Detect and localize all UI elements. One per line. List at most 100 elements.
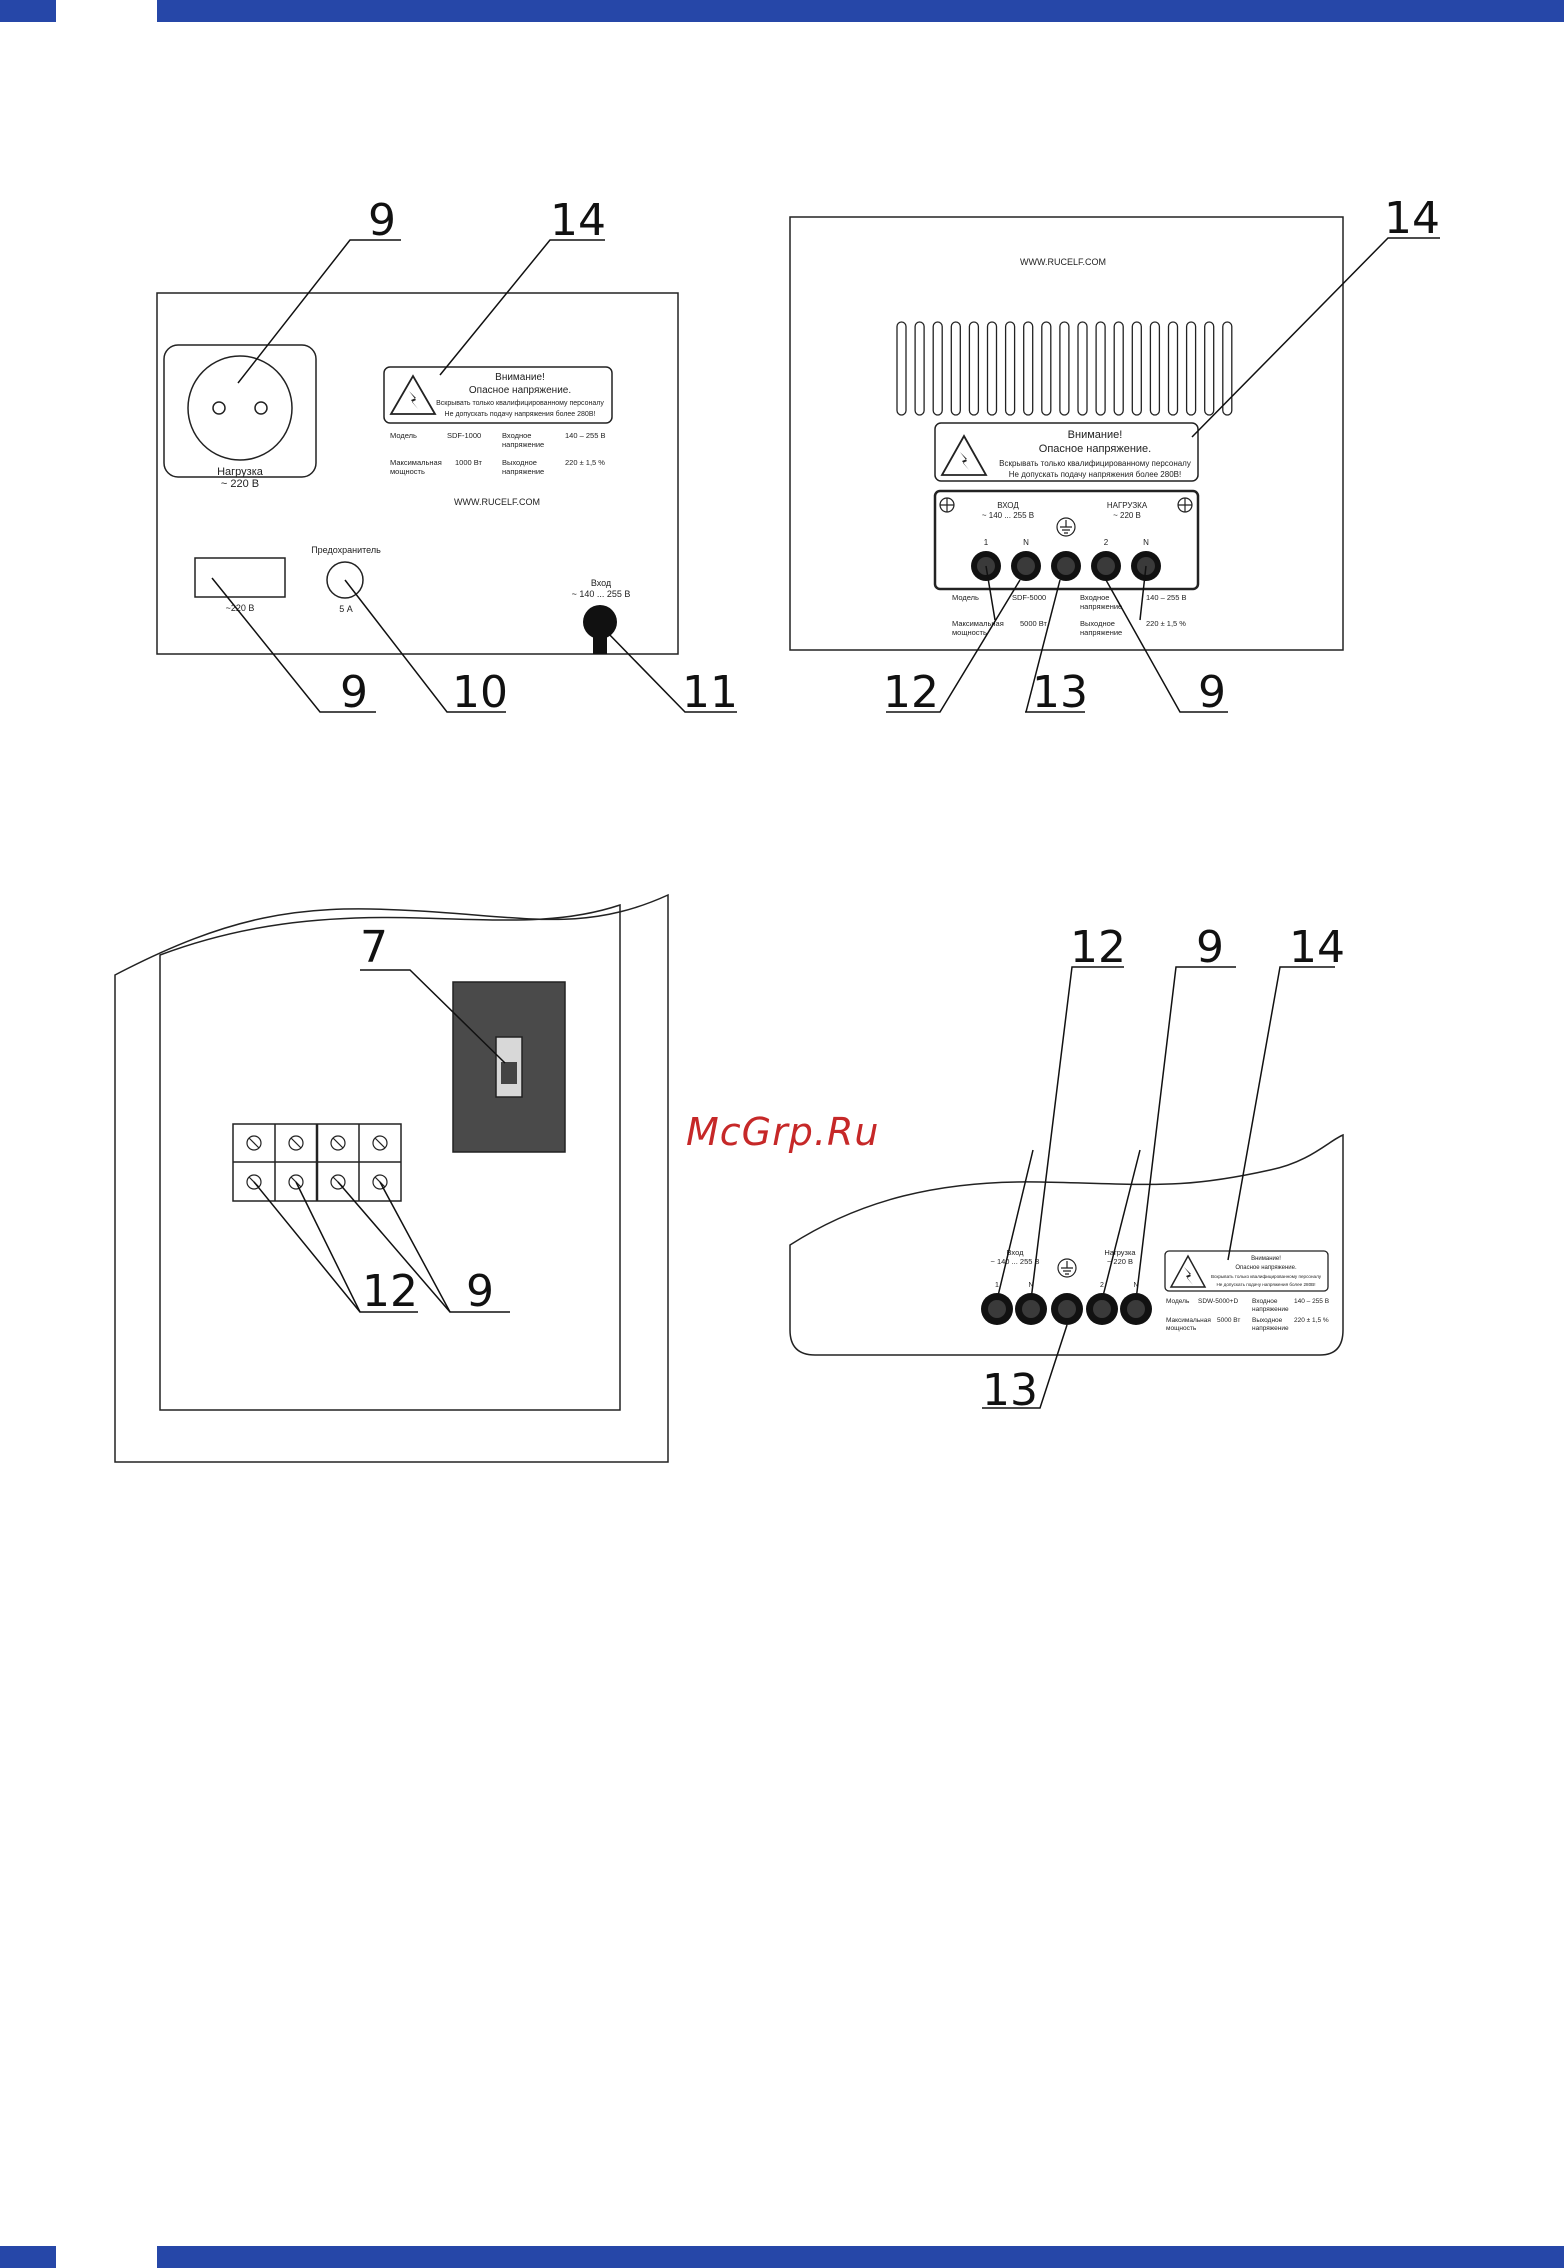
spec-power-label-1: Максимальная [390, 458, 442, 467]
spec-power-value: 5000 Вт [1217, 1317, 1240, 1324]
figure-1-rear-panel-small: Нагрузка ~ 220 В Внимание! Опасное напря… [156, 195, 738, 718]
vent-slot [914, 321, 925, 416]
leader-lines [211, 239, 737, 713]
spec-output-label-2: напряжение [502, 467, 544, 476]
callout-9-terminals-out: 9 [1196, 922, 1224, 973]
vent-slot [1004, 321, 1016, 416]
terminal-n2: N [1133, 1282, 1138, 1289]
fuse-caption-2: 5 А [339, 604, 353, 614]
vent-slot [1059, 321, 1070, 416]
callout-9-socket: 9 [368, 195, 396, 246]
top-band-right [157, 0, 1564, 22]
warning-title-1: Внимание! [1251, 1256, 1281, 1262]
callout-12-terminals-in: 12 [1070, 922, 1126, 973]
load-label-1: НАГРУЗКА [1107, 501, 1148, 510]
vent-slot [1041, 321, 1052, 416]
load-label-1: Нагрузка [1104, 1248, 1136, 1257]
lightning-icon [1184, 1267, 1193, 1285]
spec-output-label-2: напряжение [1080, 628, 1122, 637]
callout-14-label: 14 [550, 195, 606, 246]
spec-input-label-1: Входное [1080, 593, 1109, 602]
figure-2-rear-panel-large: WWW.RUCELF.COM Внимание! Опасное напряже… [789, 193, 1440, 718]
spec-output-value: 220 ± 1,5 % [1294, 1317, 1329, 1324]
terminal-1: 1 [984, 538, 989, 547]
input-caption-1: Вход [591, 578, 612, 588]
vent-slot [1113, 321, 1124, 416]
leader-lines [982, 966, 1335, 1409]
warning-title-2: Опасное напряжение. [469, 385, 571, 396]
watermark: McGrp.Ru [686, 1110, 880, 1154]
vent-slot [1149, 321, 1161, 416]
warning-triangle-icon [940, 434, 988, 476]
spec-power-label-2: мощность [952, 628, 987, 637]
spec-input-value: 140 – 255 В [565, 431, 605, 440]
warning-text-1: Вскрывать только квалифицированному перс… [436, 400, 604, 407]
outlet [194, 557, 286, 598]
callout-9-terminals-out: 9 [466, 1266, 494, 1317]
switch-toggle [501, 1062, 517, 1084]
fuse-caption-1: Предохранитель [311, 545, 381, 555]
warning-label [383, 366, 613, 424]
housing-outline [114, 893, 669, 1463]
spec-model-value: SDF-5000 [1012, 593, 1046, 602]
website: WWW.RUCELF.COM [1020, 257, 1106, 267]
callout-9-outlet: 9 [340, 667, 368, 718]
input-cable [593, 630, 607, 654]
spec-output-label-2: напряжение [1252, 1325, 1289, 1332]
inner-panel [159, 903, 621, 1411]
spec-input-label-2: напряжение [1080, 602, 1122, 611]
warning-triangle-icon [389, 374, 437, 415]
fuse-holder [326, 561, 364, 599]
vent-slot [1185, 321, 1197, 416]
callout-10-fuse: 10 [452, 667, 508, 718]
callout-13-ground: 13 [1032, 667, 1088, 718]
spec-input-value: 140 – 255 В [1294, 1298, 1329, 1305]
input-label-1: Вход [1007, 1248, 1025, 1257]
ground-symbol-icon [1057, 1258, 1077, 1278]
warning-triangle-icon [1169, 1254, 1207, 1288]
bottom-band-right [157, 2246, 1564, 2268]
vent-slot [1023, 321, 1034, 416]
callout-11-cable: 11 [682, 667, 738, 718]
spec-output-value: 220 ± 1,5 % [1146, 619, 1186, 628]
warning-text-2: Не допускать подачу напряжения более 280… [1216, 1282, 1315, 1287]
terminal-2: 2 [1104, 538, 1109, 547]
lightning-icon [409, 391, 418, 409]
socket-icon [187, 355, 293, 461]
callout-12-terminals-in: 12 [362, 1266, 418, 1317]
vent-slot [986, 321, 998, 416]
terminal-n1: N [1023, 538, 1029, 547]
terminal-block [933, 489, 1200, 591]
spec-power-label-2: мощность [390, 467, 425, 476]
panel-outline [156, 292, 679, 655]
warning-title-2: Опасное напряжение. [1039, 443, 1151, 455]
warning-text-1: Вскрывать только квалифицированному перс… [1211, 1274, 1322, 1279]
spec-input-label-2: напряжение [1252, 1306, 1289, 1313]
figure-3-internal-terminals: 7 12 9 [114, 893, 669, 1463]
website: WWW.RUCELF.COM [454, 497, 540, 507]
vent-slot [1222, 321, 1233, 416]
vent-slot [968, 321, 980, 416]
callout-12-terminals-in: 12 [883, 667, 939, 718]
warning-text-2: Не допускать подачу напряжения более 280… [1009, 470, 1181, 479]
spec-input-label-2: напряжение [502, 440, 544, 449]
spec-power-label-1: Максимальная [952, 619, 1004, 628]
lightning-icon [960, 452, 969, 470]
vent-slot [896, 321, 907, 416]
spec-power-label-1: Максимальная [1166, 1317, 1211, 1324]
figure-4-wall-unit-bottom: Вход ~ 140 ... 255 В Нагрузка ~ 220 В 1 … [789, 922, 1345, 1416]
callout-14-label: 14 [1289, 922, 1345, 973]
spec-input-label-1: Входное [502, 431, 531, 440]
warning-text-2: Не допускать подачу напряжения более 280… [445, 410, 596, 418]
input-cable-gland [583, 605, 617, 639]
vent-slot [1077, 321, 1088, 416]
terminal-n2: N [1143, 538, 1149, 547]
leader-lines [886, 237, 1440, 713]
warning-title-1: Внимание! [1068, 429, 1123, 441]
vent-slot [1131, 321, 1142, 416]
socket-caption-2: ~ 220 В [221, 478, 259, 490]
terminals [971, 551, 1161, 581]
callout-14-label: 14 [1384, 193, 1440, 244]
socket-caption-1: Нагрузка [217, 466, 264, 478]
